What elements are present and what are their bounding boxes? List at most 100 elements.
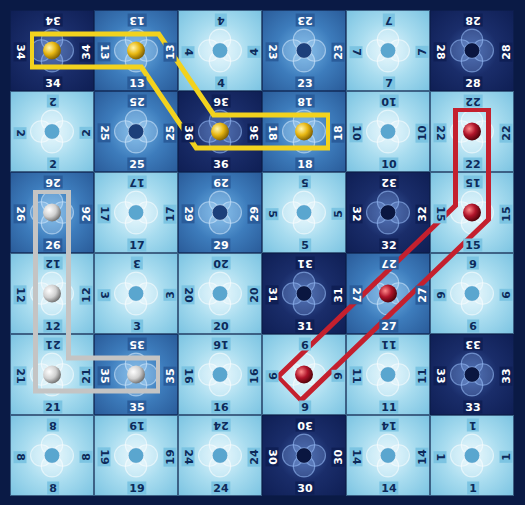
tile-number: 10 [350, 123, 363, 142]
tile-number: 8 [47, 482, 59, 495]
tile-number: 34 [43, 14, 62, 27]
tile-number: 33 [463, 401, 482, 414]
tile-number: 21 [43, 401, 62, 414]
tile-number: 25 [127, 95, 146, 108]
tile-number: 32 [416, 204, 429, 223]
tile-number: 4 [215, 77, 227, 90]
board-tile: 32323232 [346, 172, 430, 253]
tile-number: 5 [299, 176, 311, 189]
tile-number: 29 [248, 204, 261, 223]
tile-number: 20 [182, 285, 195, 304]
tile-number: 33 [500, 366, 513, 385]
tile-number: 18 [295, 95, 314, 108]
tile-number: 12 [14, 285, 27, 304]
board-tile: 14141414 [346, 415, 430, 496]
tile-number: 12 [80, 285, 93, 304]
tile-number: 14 [350, 447, 363, 466]
tile-number: 22 [500, 123, 513, 142]
tile-number: 23 [266, 42, 279, 61]
tile-number: 16 [182, 366, 195, 385]
tile-number: 9 [266, 370, 279, 382]
board-tile: 29292929 [178, 172, 262, 253]
board-tile: 12121212 [10, 253, 94, 334]
tile-number: 26 [43, 176, 62, 189]
tile-number: 2 [80, 127, 93, 139]
tile-number: 13 [164, 42, 177, 61]
tile-number: 3 [164, 289, 177, 301]
board-tile: 31313131 [262, 253, 346, 334]
tile-number: 1 [467, 482, 479, 495]
tile-number: 15 [434, 204, 447, 223]
board-tile: 6666 [430, 253, 514, 334]
tile-number: 36 [211, 158, 230, 171]
tile-number: 35 [98, 366, 111, 385]
tile-number: 24 [211, 419, 230, 432]
tile-number: 18 [332, 123, 345, 142]
tile-number: 30 [295, 482, 314, 495]
tile-number: 34 [43, 77, 62, 90]
tile-number: 28 [463, 14, 482, 27]
tile-number: 26 [80, 204, 93, 223]
tile-number: 30 [266, 447, 279, 466]
tile-number: 21 [80, 366, 93, 385]
board-tile: 21212121 [10, 334, 94, 415]
board-tile: 34343434 [10, 10, 94, 91]
board-tile: 22222222 [430, 91, 514, 172]
tile-number: 16 [248, 366, 261, 385]
tile-number: 35 [164, 366, 177, 385]
tile-number: 24 [182, 447, 195, 466]
tile-number: 7 [383, 77, 395, 90]
board-tile: 15 15 15 15 [430, 172, 514, 253]
tile-number: 3 [131, 257, 143, 270]
tile-number: 18 [266, 123, 279, 142]
tile-number: 33 [463, 338, 482, 351]
tile-number: 9 [332, 370, 345, 382]
tile-number: 28 [463, 77, 482, 90]
tile-number: 27 [416, 285, 429, 304]
tile-number: 19 [127, 482, 146, 495]
board-tile: 4444 [178, 10, 262, 91]
tile-number: 6 [434, 289, 447, 301]
tile-number: 36 [182, 123, 195, 142]
tile-number: 20 [211, 257, 230, 270]
board-tile: 24 24 24 24 [178, 415, 262, 496]
tile-number: 31 [332, 285, 345, 304]
tile-number: 21 [43, 338, 62, 351]
tile-number: 15 [463, 176, 482, 189]
tile-number: 27 [350, 285, 363, 304]
tile-number: 24 [248, 447, 261, 466]
board-tile: 23232323 [262, 10, 346, 91]
board-tile: 11111111 [346, 334, 430, 415]
tile-number: 1 [500, 451, 513, 463]
tile-number: 26 [43, 239, 62, 252]
tile-number: 15 [500, 204, 513, 223]
tile-number: 14 [379, 419, 398, 432]
tile-number: 17 [127, 239, 146, 252]
tile-number: 12 [43, 257, 62, 270]
board-tile: 36363636 [178, 91, 262, 172]
tile-number: 4 [215, 14, 227, 27]
tile-number: 29 [182, 204, 195, 223]
tile-number: 23 [295, 14, 314, 27]
board-tile: 13131313 [94, 10, 178, 91]
tile-number: 30 [295, 419, 314, 432]
board-tile: 18181818 [262, 91, 346, 172]
board-tile: 8888 [10, 415, 94, 496]
tile-number: 5 [266, 208, 279, 220]
tile-number: 33 [434, 366, 447, 385]
tile-number: 10 [416, 123, 429, 142]
tile-number: 8 [80, 451, 93, 463]
red-balls [295, 123, 481, 384]
tile-number: 11 [416, 366, 429, 385]
tile-number: 20 [248, 285, 261, 304]
tile-number: 25 [164, 123, 177, 142]
tile-number: 34 [14, 42, 27, 61]
tile-number: 24 [211, 482, 230, 495]
tile-number: 19 [127, 419, 146, 432]
tile-number: 27 [379, 257, 398, 270]
tile-number: 4 [248, 46, 261, 58]
board-tile: 30303030 [262, 415, 346, 496]
tile-number: 15 [463, 239, 482, 252]
tile-number: 23 [295, 77, 314, 90]
